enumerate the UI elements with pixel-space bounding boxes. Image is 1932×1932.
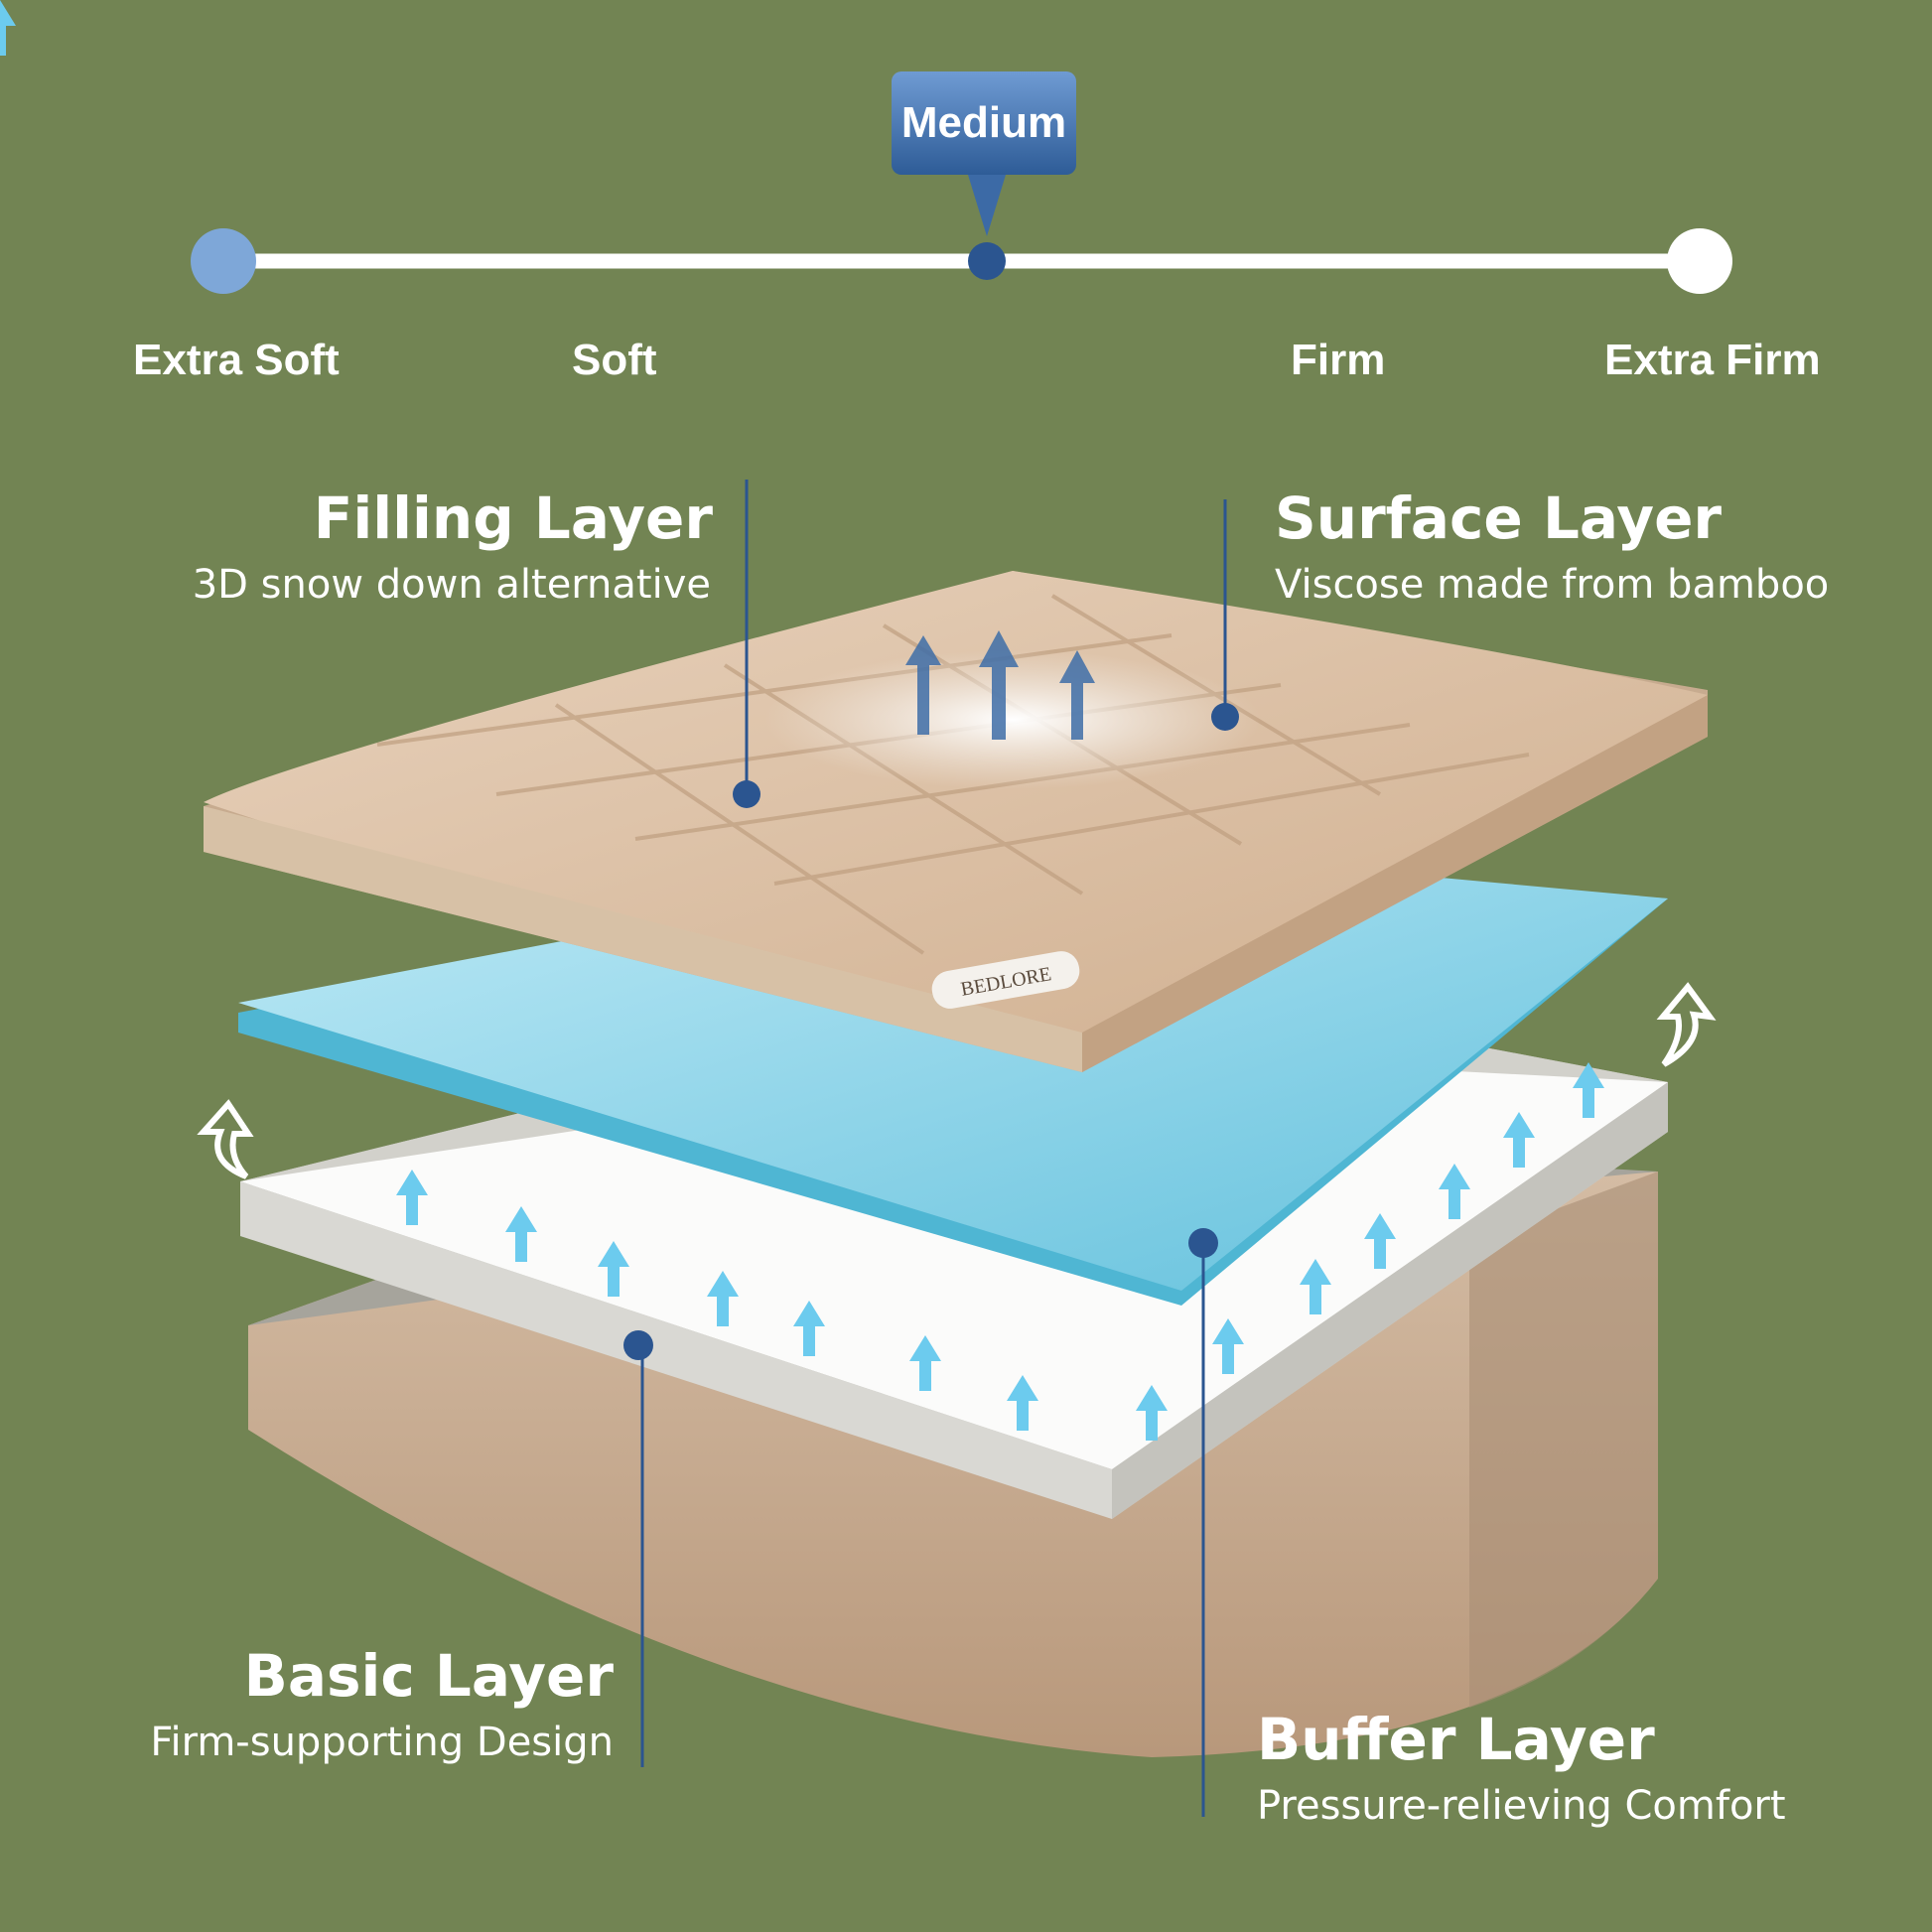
brand-tag	[931, 951, 1080, 1009]
leader-dots	[623, 703, 1239, 1360]
firmness-selected-label: Medium	[900, 98, 1067, 147]
filling-layer-title: Filling Layer	[313, 484, 713, 552]
buffer-layer-title: Buffer Layer	[1257, 1706, 1655, 1773]
surface-layer-title: Surface Layer	[1275, 484, 1723, 552]
airflow-arrows	[0, 0, 1604, 1441]
buffer-layer-desc: Pressure-relieving Comfort	[1257, 1783, 1786, 1829]
basic-layer-desc: Firm-supporting Design	[150, 1720, 614, 1765]
surface-layer-desc: Viscose made from bamboo	[1275, 562, 1830, 608]
firmness-label-firm: Firm	[1291, 336, 1386, 384]
track-marker	[968, 242, 1006, 280]
track-end-knob	[1667, 228, 1732, 294]
filling-reveal	[764, 650, 1261, 789]
filling-layer-desc: 3D snow down alternative	[192, 562, 711, 608]
badge-pointer	[968, 175, 1006, 236]
firmness-label-soft: Soft	[572, 336, 657, 384]
track-start-knob	[191, 228, 256, 294]
leader-lines	[640, 480, 1227, 1817]
firmness-scale	[191, 175, 1732, 294]
topper-shape: BEDLORE	[204, 571, 1708, 1072]
firmness-selected-badge: Medium	[892, 71, 1076, 175]
side-arrows	[197, 982, 1717, 1179]
firmness-label-extra-soft: Extra Soft	[133, 336, 340, 384]
foam-sheet-shape	[238, 844, 1668, 1306]
firmness-label-extra-firm: Extra Firm	[1604, 336, 1821, 384]
basic-layer-title: Basic Layer	[243, 1642, 614, 1710]
